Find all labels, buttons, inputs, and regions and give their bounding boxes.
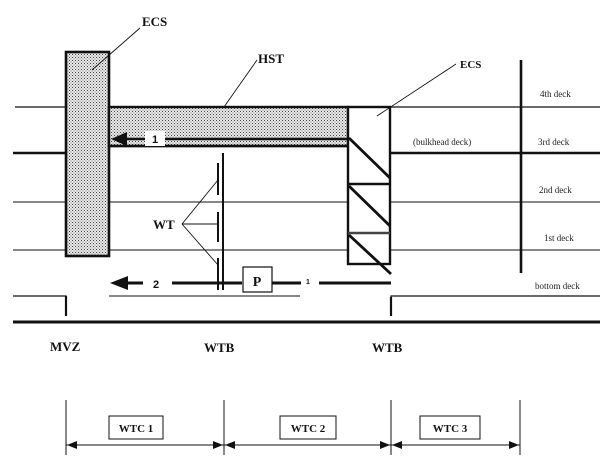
- dimension-wtc3: WTC 3: [391, 415, 520, 449]
- ecs-right-tower: [346, 105, 392, 276]
- deck-labels: 4th deck 3rd deck 2nd deck 1st deck bott…: [535, 89, 580, 291]
- arrowhead-left-icon: [111, 132, 127, 146]
- ecs-left-label: ECS: [142, 14, 167, 29]
- stair-flight: [348, 184, 391, 228]
- flow-label-1-lower: 1: [306, 279, 310, 286]
- pump-label: P: [253, 275, 262, 290]
- compartment-label: WTC 3: [433, 423, 468, 435]
- wt-label: WT: [153, 217, 175, 232]
- bottom-deck-segment: [390, 295, 600, 316]
- flow-arrow-1-upper: 1: [111, 131, 348, 146]
- pump-box: [242, 266, 273, 293]
- arrowhead-left-icon: [110, 276, 128, 290]
- dimension-wtc1: WTC 1: [66, 415, 224, 449]
- deck-label: 4th deck: [540, 89, 571, 99]
- ecs-right-label: ECS: [460, 59, 481, 71]
- bulkhead-label: WTB: [372, 340, 403, 355]
- bulkhead-deck-label: (bulkhead deck): [413, 137, 471, 147]
- deck-lines: [13, 106, 600, 324]
- wt-doors: WT: [153, 153, 224, 290]
- compartment-label: WTC 2: [291, 423, 326, 435]
- bulkhead-label: WTB: [204, 340, 235, 355]
- stair-flight: [348, 136, 391, 180]
- flow-label-1-upper: 1: [152, 134, 158, 146]
- hst-label: HST: [258, 51, 284, 66]
- bottom-deck-segment: [13, 295, 67, 316]
- stair-flight: [348, 233, 392, 276]
- deck-label: 1st deck: [544, 233, 574, 243]
- compartment-dimensions: WTC 1 WTC 2 WTC 3: [65, 400, 521, 455]
- ecs-left-tower: [64, 50, 111, 258]
- flow-line-lower: 2 P 1: [110, 266, 391, 293]
- deck-label: 3rd deck: [538, 137, 570, 147]
- bulkhead-labels: MVZ WTB WTB: [50, 339, 403, 355]
- flow-label-2: 2: [153, 279, 159, 291]
- deck-label: 2nd deck: [539, 185, 572, 195]
- compartment-label: WTC 1: [119, 423, 154, 435]
- bulkhead-label: MVZ: [50, 339, 81, 354]
- callouts: ECS HST ECS (bulkhead deck): [91, 14, 481, 147]
- dimension-wtc2: WTC 2: [224, 415, 391, 449]
- deck-label: bottom deck: [535, 281, 580, 291]
